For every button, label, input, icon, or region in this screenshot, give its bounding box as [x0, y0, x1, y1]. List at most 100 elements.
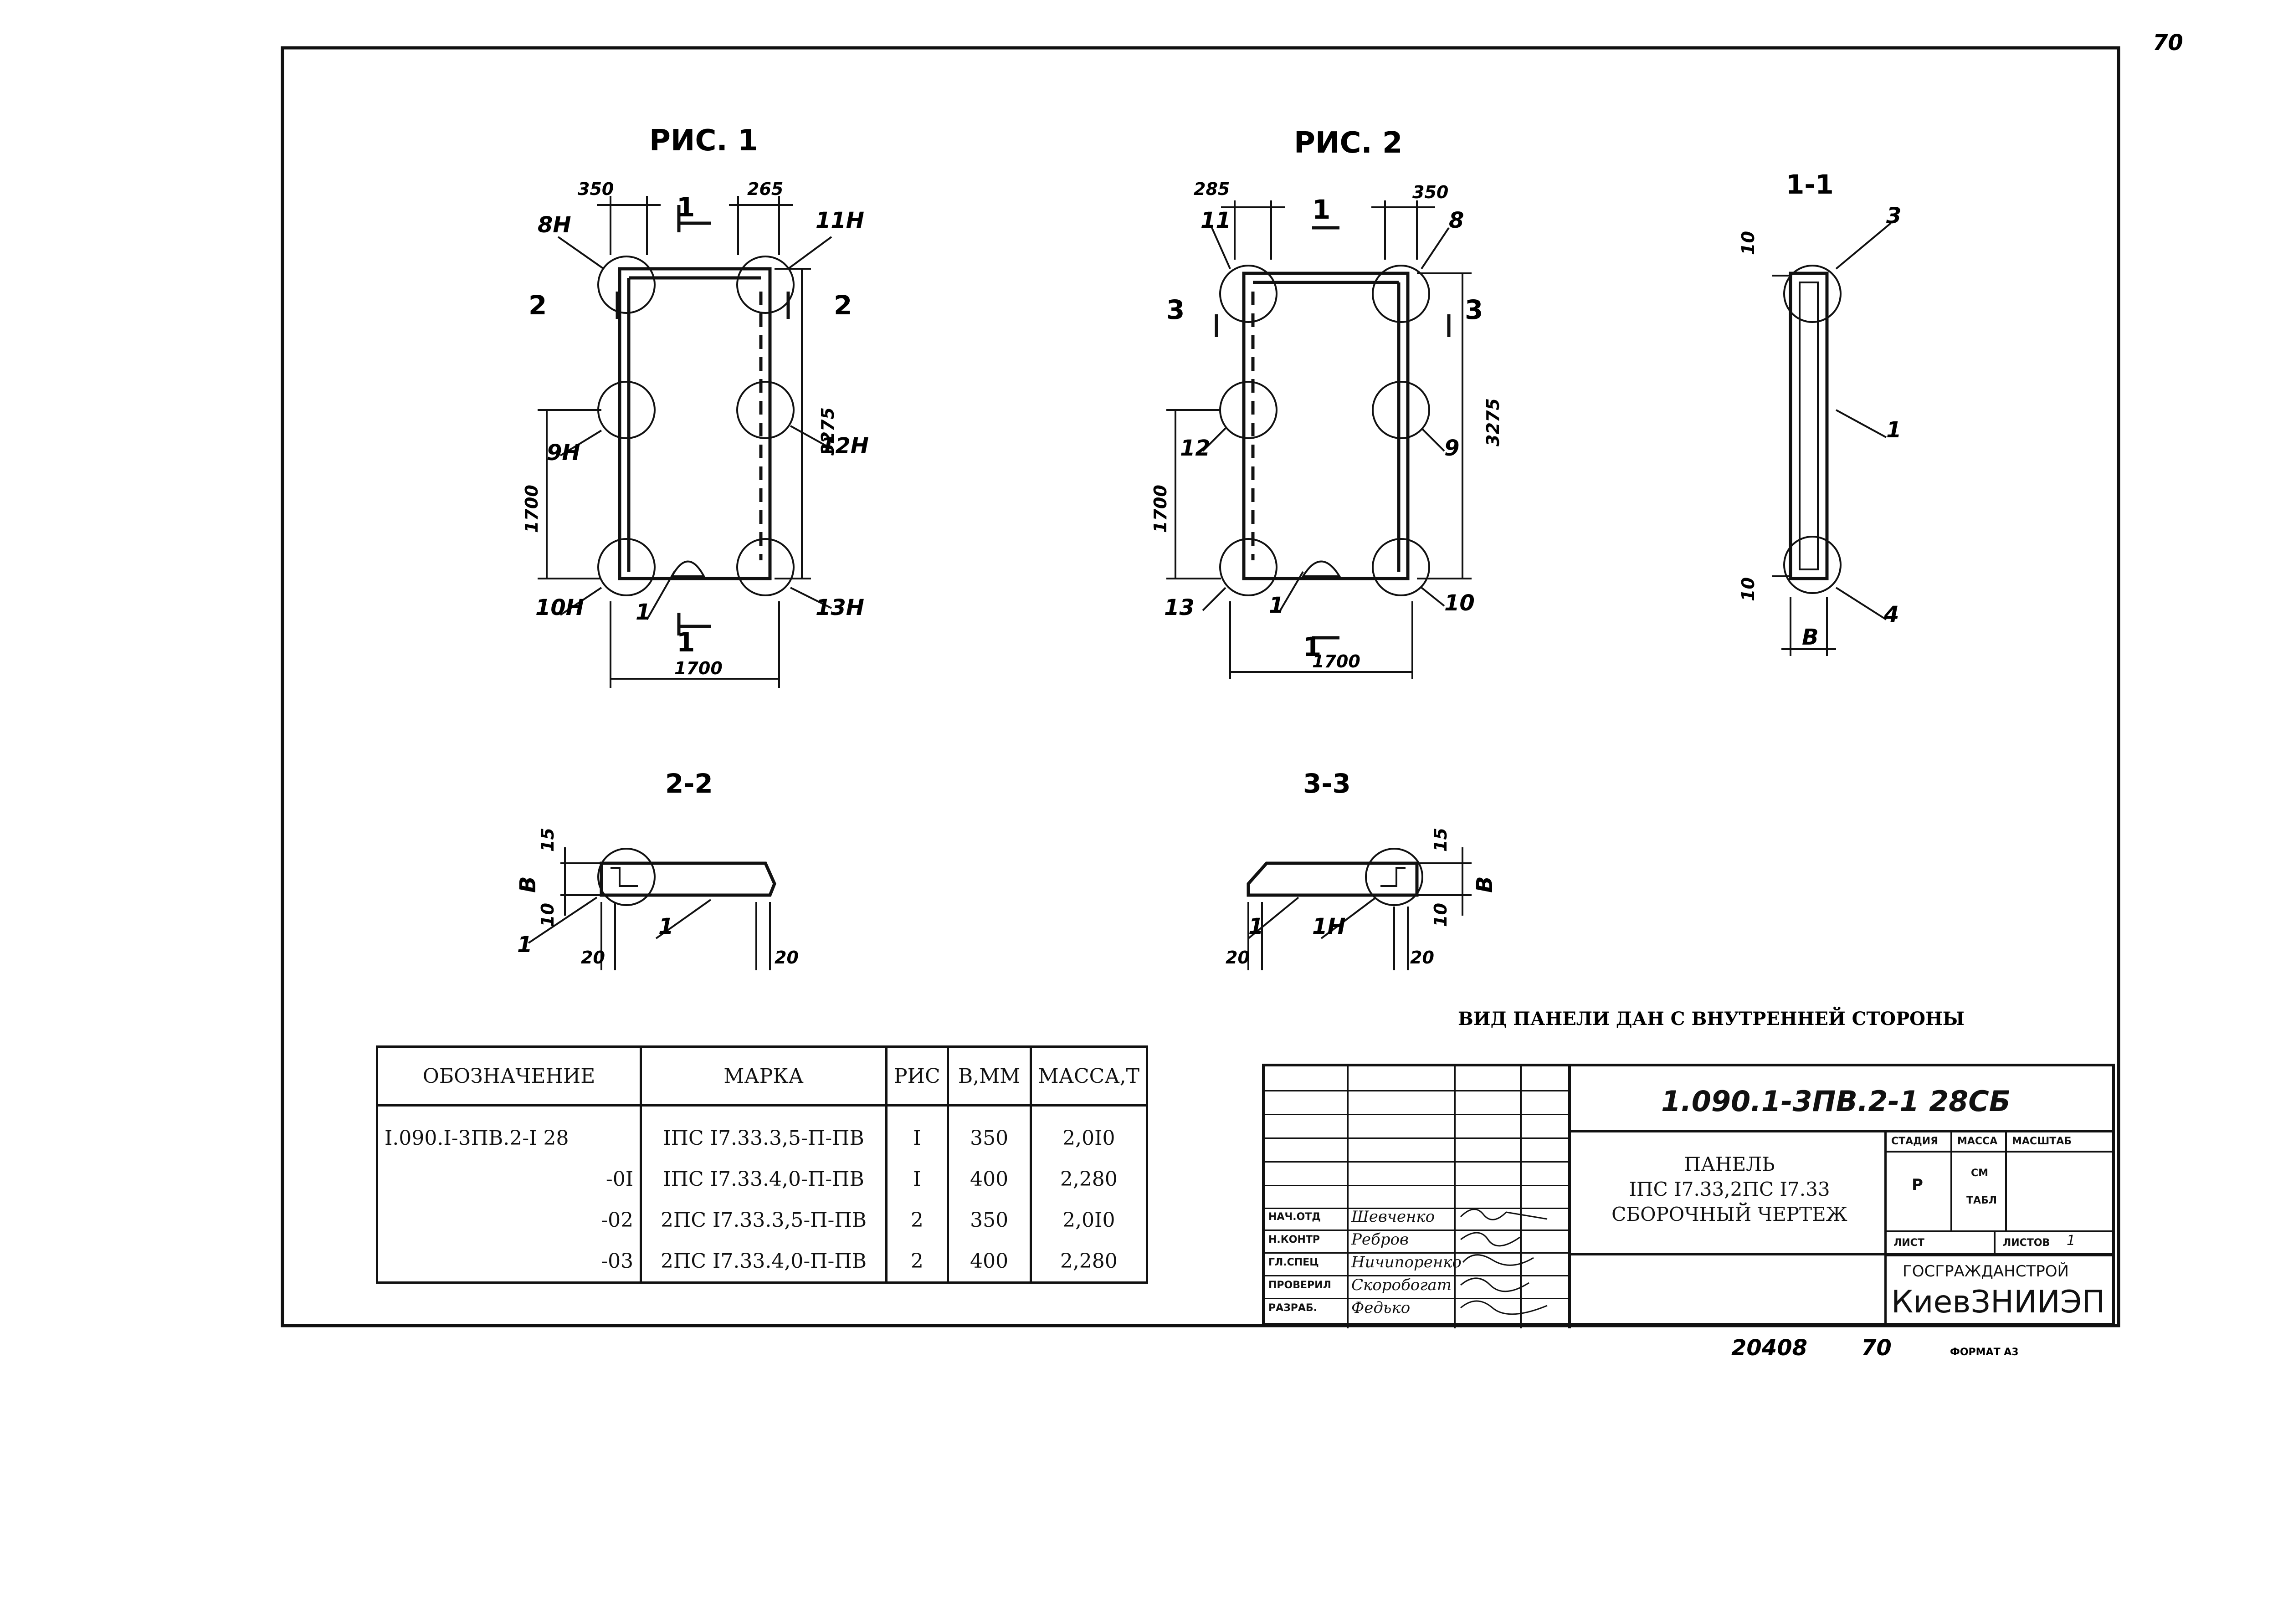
sign-name: Шевченко [1351, 1208, 1435, 1226]
fig1-cut-1-bottom: 1 [677, 627, 695, 658]
spec-cell-b: 350 [946, 1199, 1032, 1240]
fig1-callout-1: 1 [636, 599, 651, 625]
mass-value-2: ТАБЛ [1966, 1195, 1997, 1206]
fig1-callout-12n: 12Н [820, 433, 869, 459]
fig1-node-8n [597, 256, 656, 314]
spec-cell-mass: 2,280 [1029, 1158, 1149, 1199]
fig2-dim-1700-width: 1700 [1312, 651, 1360, 671]
title-block: 1.090.1-3ПВ.2-1 28СБ ПАНЕЛЬ IПС I7.33,2П… [1262, 1064, 2115, 1328]
section-1-1-node-3 [1783, 265, 1842, 323]
section-3-3-callout-1: 1 [1248, 914, 1263, 939]
section-1-1-callout-1: 1 [1886, 417, 1901, 443]
sheet-frame [281, 46, 2120, 1327]
fig1-callout-10n: 10Н [535, 595, 584, 620]
section-2-2-title: 2-2 [665, 768, 713, 799]
fig1-node-10n [597, 538, 656, 596]
section-2-2-dim-20-right: 20 [775, 948, 799, 968]
section-3-3-callout-1n: 1Н [1312, 914, 1346, 939]
spec-cell-fig: 2 [885, 1240, 949, 1284]
spec-cell-designation: -02 [375, 1199, 642, 1240]
section-2-2-callout-1-right: 1 [658, 914, 673, 939]
section-1-1-title: 1-1 [1786, 169, 1834, 200]
fig1-callout-13n: 13Н [816, 595, 864, 620]
org-line2: КиевЗНИИЭП [1891, 1284, 2105, 1320]
sheet-format: ФОРМАТ А3 [1950, 1347, 2019, 1358]
fig2-callout-8: 8 [1449, 208, 1464, 233]
table-row: I.090.I-3ПВ.2-I 28 IПС I7.33.3,5-П-ПВ I … [375, 1105, 1149, 1158]
fig2-cut-3-left: 3 [1166, 294, 1185, 325]
spec-cell-b: 350 [946, 1105, 1032, 1158]
spec-header-designation: ОБОЗНАЧЕНИЕ [375, 1045, 642, 1107]
fig1-node-13n [736, 538, 795, 596]
figure-2: РИС. 2 285 [1150, 126, 1503, 679]
section-1-1-outline [1789, 272, 1829, 580]
fig2-dim-3275: 3275 [1483, 398, 1503, 446]
fig1-node-12n [736, 381, 795, 439]
spec-cell-designation: -03 [375, 1240, 642, 1284]
bottom-sheet-number: 70 [1861, 1335, 1892, 1361]
fig1-cut-2-left: 2 [528, 290, 547, 321]
spec-cell-mass: 2,0I0 [1029, 1199, 1149, 1240]
section-2-2-node [597, 848, 656, 906]
section-2-2-dim-10: 10 [538, 903, 558, 927]
section-3-3-dim-b: В [1472, 876, 1498, 893]
table-row: -03 2ПС I7.33.4,0-П-ПВ 2 400 2,280 [375, 1240, 1149, 1284]
sheets-label: ЛИСТОВ [2003, 1237, 2050, 1249]
fig2-callout-10: 10 [1444, 590, 1475, 616]
fig1-lifting-loop [670, 560, 706, 577]
section-3-3-node [1365, 848, 1423, 906]
section-2-2: 2-2 15 В 10 20 20 1 1 [515, 768, 799, 970]
fig1-dim-265: 265 [747, 179, 783, 199]
section-1-1-callout-3: 3 [1886, 203, 1901, 229]
fig2-callout-9: 9 [1444, 435, 1459, 461]
spec-cell-fig: I [885, 1158, 949, 1199]
sign-role: Н.КОНТР [1268, 1234, 1320, 1245]
document-code: 1.090.1-3ПВ.2-1 28СБ [1661, 1085, 2011, 1118]
spec-header-row: ОБОЗНАЧЕНИЕ МАРКА РИС В,ММ МАССА,Т [375, 1045, 1149, 1107]
scale-header: МАСШТАБ [2012, 1136, 2072, 1147]
spec-cell-mark: IПС I7.33.4,0-П-ПВ [640, 1158, 888, 1199]
stage-value: Р [1912, 1176, 1923, 1194]
spec-cell-mass: 2,280 [1029, 1240, 1149, 1284]
fig2-callout-11: 11 [1201, 208, 1231, 233]
fig1-dim-350: 350 [578, 179, 614, 199]
sign-role: ПРОВЕРИЛ [1268, 1280, 1331, 1291]
spec-cell-b: 400 [946, 1158, 1032, 1199]
mass-value-1: СМ [1971, 1168, 1989, 1179]
title-name-line2: IПС I7.33,2ПС I7.33 [1629, 1178, 1830, 1200]
fig1-callout-11n: 11Н [816, 208, 864, 233]
org-line1: ГОСГРАЖДАНСТРОЙ [1903, 1262, 2069, 1281]
sign-name: Федько [1351, 1299, 1411, 1317]
fig2-callout-1: 1 [1269, 593, 1284, 618]
title-name-line3: СБОРОЧНЫЙ ЧЕРТЕЖ [1611, 1203, 1847, 1225]
fig2-node-10 [1372, 538, 1430, 596]
section-1-1-dim-b: В [1802, 625, 1819, 650]
section-3-3: 3-3 15 В 10 20 20 1 1Н [1226, 768, 1498, 970]
spec-cell-mark: IПС I7.33.3,5-П-ПВ [640, 1105, 888, 1158]
spec-cell-mark: 2ПС I7.33.3,5-П-ПВ [640, 1199, 888, 1240]
fig2-cut-3-right: 3 [1465, 294, 1483, 325]
section-1-1: 1-1 10 10 В 3 1 4 [1738, 169, 1901, 656]
section-2-2-dim-b: В [515, 876, 541, 893]
bottom-code: 20408 [1731, 1335, 1807, 1361]
fig2-dim-285: 285 [1194, 179, 1230, 199]
section-3-3-title: 3-3 [1303, 768, 1351, 799]
fig2-cut-1-bottom: 1 [1303, 631, 1321, 662]
sign-role: НАЧ.ОТД [1268, 1211, 1321, 1223]
mass-header: МАССА [1957, 1136, 1998, 1147]
section-1-1-node-4 [1783, 536, 1842, 594]
figure-1-title: РИС. 1 [649, 124, 758, 158]
sign-role: РАЗРАБ. [1268, 1302, 1318, 1314]
fig2-node-11 [1219, 265, 1278, 323]
fig2-node-12 [1219, 381, 1278, 439]
fig1-dim-3275: 3275 [818, 407, 838, 456]
fig2-panel-outer [1242, 272, 1410, 580]
view-caption: ВИД ПАНЕЛИ ДАН С ВНУТРЕННЕЙ СТОРОНЫ [1458, 1007, 1965, 1030]
spec-cell-designation: I.090.I-3ПВ.2-I 28 [375, 1105, 642, 1158]
section-1-1-dim-10-bottom: 10 [1738, 577, 1758, 601]
fig1-callout-8n: 8Н [538, 212, 571, 238]
sheets-value: 1 [2067, 1233, 2076, 1249]
section-3-3-dim-20-left: 20 [1226, 948, 1250, 968]
stage-header: СТАДИЯ [1891, 1136, 1939, 1147]
